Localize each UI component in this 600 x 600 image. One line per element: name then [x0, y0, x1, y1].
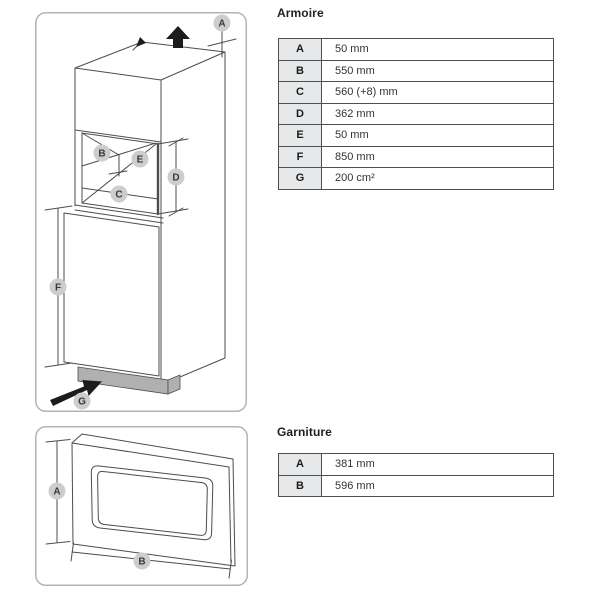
table-row: G 200 cm²	[278, 167, 554, 190]
dim-key-cell: D	[278, 102, 322, 125]
garniture-table: A 381 mm B 596 mm	[278, 453, 554, 497]
cabinet-line-art	[44, 30, 237, 386]
dim-key-cell: G	[278, 167, 322, 190]
dim-label-d: D	[167, 168, 185, 186]
dim-value-cell: 596 mm	[321, 474, 554, 497]
svg-text:C: C	[115, 190, 122, 201]
dim-key-cell: A	[278, 453, 322, 476]
dim-label-b: B	[133, 552, 151, 570]
vent-plinth	[77, 366, 181, 395]
dim-value-cell: 550 mm	[321, 59, 554, 82]
table-row: A 381 mm	[278, 453, 554, 476]
table-row: C 560 (+8) mm	[278, 81, 554, 104]
dim-value-cell: 362 mm	[321, 102, 554, 125]
table-row: B 550 mm	[278, 59, 554, 82]
dim-value-cell: 381 mm	[321, 453, 554, 476]
dim-value-cell: 560 (+8) mm	[321, 81, 554, 104]
table-row: D 362 mm	[278, 102, 554, 125]
svg-text:G: G	[78, 397, 86, 408]
armoire-title: Armoire	[277, 6, 324, 20]
svg-text:A: A	[53, 487, 60, 498]
table-row: B 596 mm	[278, 474, 554, 497]
dim-label-c: C	[110, 185, 128, 203]
table-row: F 850 mm	[278, 145, 554, 168]
garniture-diagram: A B	[35, 426, 248, 587]
up-arrow-icon	[166, 26, 190, 48]
svg-text:B: B	[98, 149, 105, 160]
vent-arrow-icon	[50, 380, 102, 406]
dim-key-cell: B	[278, 59, 322, 82]
dim-label-e: E	[131, 150, 149, 168]
armoire-table: A 50 mm B 550 mm C 560 (+8) mm D 362 mm …	[278, 38, 554, 190]
dim-label-g: G	[73, 392, 91, 410]
dim-key-cell: A	[278, 38, 322, 61]
corner-notch-icon	[136, 37, 146, 47]
table-row: E 50 mm	[278, 124, 554, 147]
table-row: A 50 mm	[278, 38, 554, 61]
svg-text:E: E	[137, 155, 144, 166]
dim-value-cell: 200 cm²	[321, 167, 554, 190]
dim-key-cell: B	[278, 474, 322, 497]
armoire-diagram: A B C D E F G	[35, 12, 248, 413]
dim-value-cell: 50 mm	[321, 124, 554, 147]
dim-label-a: A	[48, 482, 66, 500]
svg-text:B: B	[138, 557, 145, 568]
svg-text:F: F	[55, 283, 61, 294]
dim-label-b: B	[93, 144, 111, 162]
dim-value-cell: 850 mm	[321, 145, 554, 168]
dim-label-a: A	[213, 14, 231, 32]
garniture-title: Garniture	[277, 425, 332, 439]
dim-value-cell: 50 mm	[321, 38, 554, 61]
dim-key-cell: C	[278, 81, 322, 104]
dim-key-cell: E	[278, 124, 322, 147]
dim-label-f: F	[49, 278, 67, 296]
svg-text:D: D	[172, 173, 179, 184]
dim-key-cell: F	[278, 145, 322, 168]
svg-text:A: A	[218, 19, 225, 30]
